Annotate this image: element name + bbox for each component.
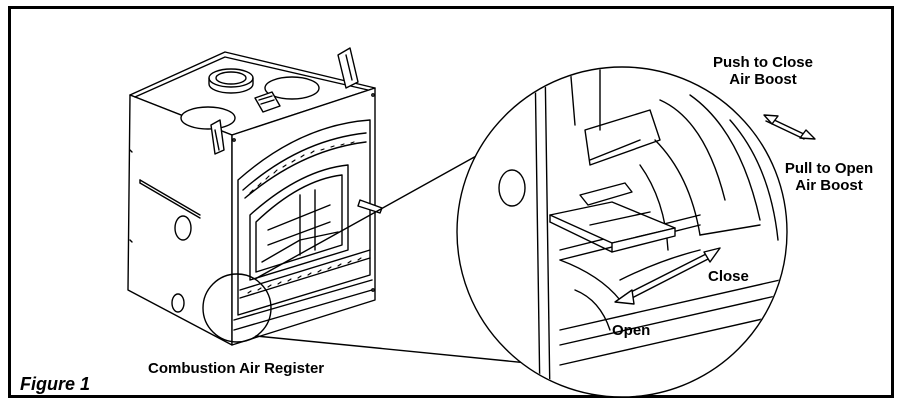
pull-to-open-line1: Pull to Open [784,160,874,177]
pull-to-open-label: Pull to Open Air Boost [764,160,894,194]
register-callout [202,66,788,398]
push-to-close-line1: Push to Close [712,54,813,71]
open-close-arrow [614,247,721,305]
stove-unit [127,47,383,346]
air-boost-arrow [763,114,816,140]
close-label: Close [708,268,749,285]
combustion-air-register-label: Combustion Air Register [148,360,325,377]
pull-to-open-line2: Air Boost [795,177,863,194]
open-label: Open [612,322,651,339]
figure-caption: Figure 1 [20,374,91,394]
push-to-close-label: Push to Close Air Boost [698,54,828,88]
push-to-close-line2: Air Boost [729,71,797,88]
